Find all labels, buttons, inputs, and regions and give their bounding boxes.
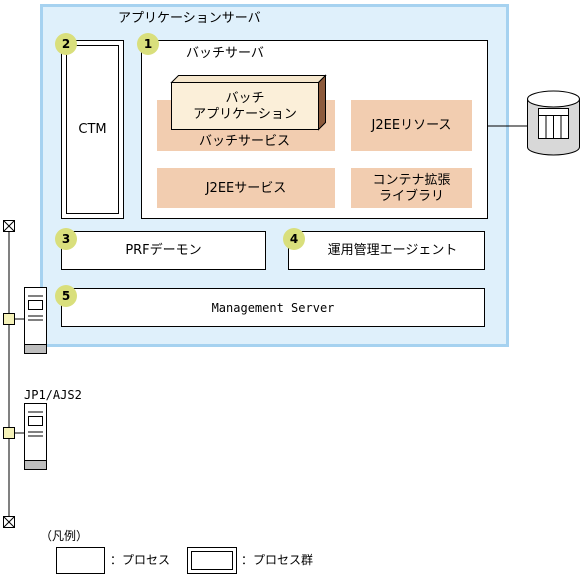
network-terminator-top [3, 220, 15, 232]
server-machine-icon [24, 287, 47, 354]
database-icon [527, 90, 580, 156]
management-server-box: Management Server [61, 288, 485, 327]
j2ee-service-box: J2EEサービス [157, 168, 335, 208]
jp1-label: JP1/AJS2 [24, 388, 82, 402]
badge-3: 3 [55, 228, 77, 250]
batch-application-line2: アプリケーション [193, 106, 297, 122]
prf-daemon-box: PRFデーモン [61, 231, 266, 270]
badge-5: 5 [55, 285, 77, 307]
management-agent-box: 運用管理エージェント [288, 231, 485, 270]
container-extension-box: コンテナ拡張 ライブラリ [351, 168, 472, 208]
j2ee-service-label: J2EEサービス [205, 180, 287, 196]
batch-application-box: バッチ アプリケーション [172, 84, 318, 128]
batch-service-label: バッチサービス [199, 134, 291, 149]
badge-2: 2 [55, 33, 77, 55]
jp1-machine-icon [24, 403, 47, 470]
batch-server-title: バッチサーバ [186, 46, 264, 61]
management-agent-label: 運用管理エージェント [327, 243, 458, 258]
container-extension-line1: コンテナ拡張 [372, 172, 451, 188]
j2ee-resource-label: J2EEリソース [371, 118, 452, 133]
ctm-label: CTM [78, 122, 107, 137]
app-server-title: アプリケーションサーバ [118, 11, 261, 26]
legend-process-label: ：プロセス [110, 553, 171, 567]
legend-process-symbol [56, 547, 105, 574]
legend-process-group-label: ：プロセス群 [241, 553, 314, 567]
legend-process-group-symbol [187, 547, 237, 574]
container-extension-line2: ライブラリ [378, 188, 444, 204]
badge-1: 1 [137, 33, 159, 55]
legend-title: （凡例） [40, 529, 89, 543]
badge-4: 4 [283, 228, 305, 250]
prf-daemon-label: PRFデーモン [125, 243, 202, 258]
network-terminator-bottom [3, 516, 15, 528]
batch-application-line1: バッチ [225, 90, 265, 106]
ctm-process-group: CTM [61, 40, 124, 219]
j2ee-resource-box: J2EEリソース [351, 100, 472, 151]
management-server-label: Management Server [211, 300, 335, 315]
